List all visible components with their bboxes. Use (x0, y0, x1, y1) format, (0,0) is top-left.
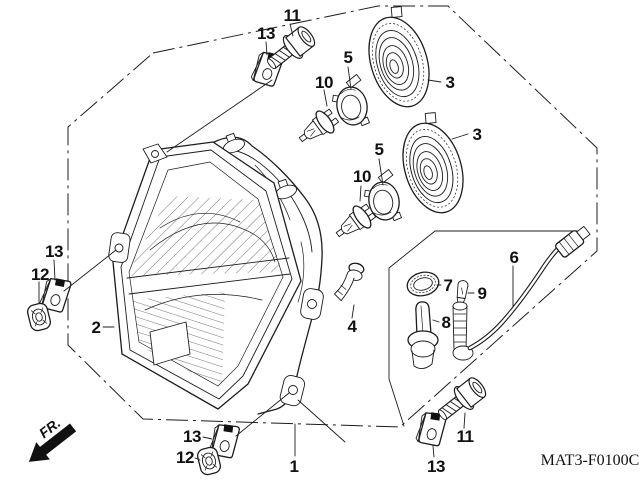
shell-bulb-bump (223, 132, 245, 154)
front-arrow-icon (28, 423, 77, 462)
callout-12-bottom: 12 (176, 448, 194, 467)
lens-glass-edge (128, 161, 284, 387)
panel-border (67, 5, 598, 428)
mount-tab-top (142, 143, 168, 164)
sub-assembly-box (388, 230, 578, 427)
callout-10a: 10 (315, 73, 333, 92)
callout-10b: 10 (353, 167, 371, 186)
callout-3b: 3 (473, 125, 482, 144)
callout-8: 8 (442, 313, 451, 332)
callout-5a: 5 (344, 48, 353, 67)
mount-tab-bottom-right (279, 375, 306, 407)
callout-13-left: 13 (45, 242, 63, 261)
callout-12-left: 12 (31, 265, 49, 284)
callout-13-top: 13 (257, 24, 275, 43)
headlight-unit (108, 132, 324, 415)
ring-7 (406, 271, 440, 297)
mount-tab-left (108, 232, 131, 263)
callout-2: 2 (92, 318, 101, 337)
lens-inner-rim (120, 149, 293, 400)
diagram-code: MAT3-F0100C (541, 452, 640, 469)
breather-tube-4 (334, 262, 365, 302)
callout-7: 7 (444, 276, 453, 295)
callout-3a: 3 (446, 73, 455, 92)
socket-8 (407, 301, 439, 369)
callout-13-bottom: 13 (183, 427, 201, 446)
lens-label-patch (149, 321, 191, 366)
callout-4: 4 (348, 317, 358, 336)
callout-11-bottom-right: 11 (457, 427, 474, 446)
callout-13-bottom-right: 13 (427, 457, 445, 476)
front-direction-indicator: FR. (28, 415, 77, 462)
headlight-bulb-10a (292, 104, 343, 151)
callout-6: 6 (510, 248, 519, 267)
position-bulb-9 (456, 280, 469, 306)
callout-1: 1 (290, 457, 299, 476)
wire-6 (452, 225, 591, 361)
lens-hatch-upper (127, 196, 283, 276)
leader-lines (38, 23, 514, 461)
callout-5b: 5 (375, 140, 384, 159)
rubber-boot-3a (355, 1, 440, 115)
mount-tab-right (300, 288, 324, 320)
callout-9: 9 (478, 284, 487, 303)
callout-11-top: 11 (284, 6, 301, 25)
rubber-boot-3b (389, 107, 474, 221)
